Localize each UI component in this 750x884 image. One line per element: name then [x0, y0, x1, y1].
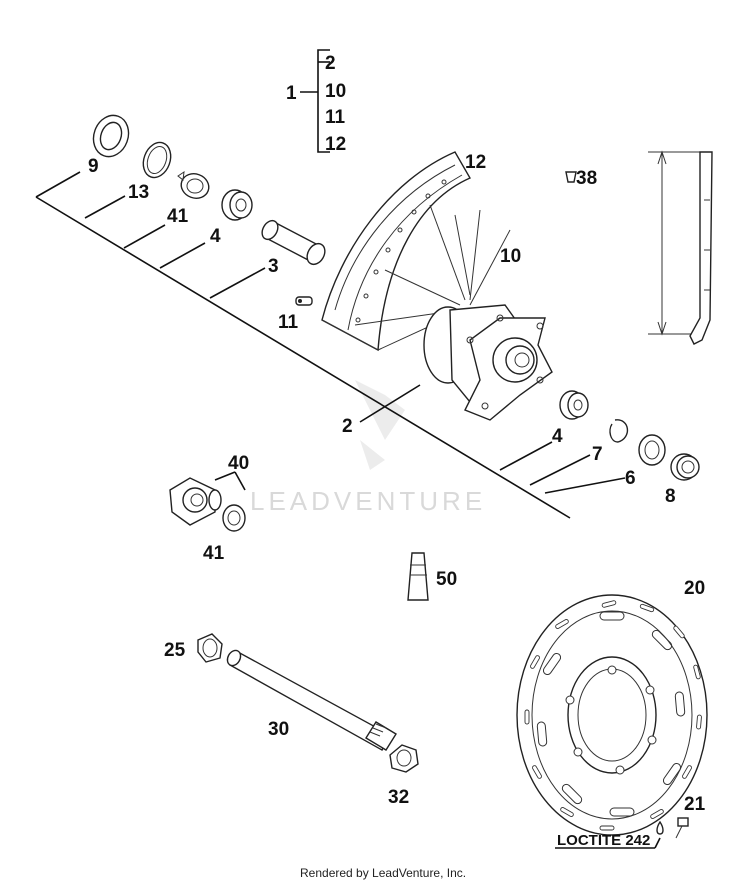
- label-41-lower: 41: [203, 543, 225, 564]
- part-41-retainer: [177, 170, 210, 199]
- dimension-tool: [648, 150, 713, 345]
- label-11: 11: [278, 312, 299, 333]
- part-40-speedo-drive: [169, 471, 246, 526]
- label-10: 10: [500, 246, 521, 267]
- part-38-cap: [565, 171, 577, 183]
- label-4-left: 4: [210, 226, 221, 247]
- label-41-top: 41: [167, 206, 189, 227]
- watermark: LEADVENTURE: [250, 380, 486, 516]
- part-6-seal: [638, 434, 666, 466]
- label-12: 12: [465, 152, 486, 173]
- label-25: 25: [164, 640, 186, 661]
- part-4-bearing-right: [559, 390, 589, 420]
- label-10-kit: 10: [325, 81, 346, 102]
- label-13: 13: [128, 182, 149, 203]
- kit-bracket: 1 2 10 11 12: [286, 49, 346, 155]
- label-12-kit: 12: [325, 134, 346, 155]
- part-21-bolt: [555, 817, 689, 849]
- footer-credit: Rendered by LeadVenture, Inc.: [300, 866, 466, 880]
- label-8: 8: [665, 486, 676, 507]
- label-30: 30: [268, 719, 289, 740]
- part-9-seal: [92, 114, 130, 158]
- part-50-valve: [407, 552, 429, 601]
- part-20-brake-disc: [516, 594, 708, 836]
- label-7: 7: [592, 444, 603, 465]
- part-4-bearing-left: [221, 189, 253, 221]
- part-41-retainer-lower: [222, 504, 246, 532]
- label-11-kit: 11: [325, 107, 346, 128]
- loctite-label: LOCTITE 242: [557, 832, 650, 849]
- label-38: 38: [576, 168, 597, 189]
- part-32-nut: [389, 744, 419, 773]
- part-2-hub: [423, 304, 553, 421]
- label-4-right: 4: [552, 426, 563, 447]
- label-32: 32: [388, 787, 409, 808]
- part-7-circlip: [609, 419, 629, 443]
- label-40: 40: [228, 453, 249, 474]
- part-13-ring: [142, 141, 172, 179]
- leader-lines: [35, 171, 626, 519]
- label-9: 9: [88, 156, 99, 177]
- part-30-axle: [226, 649, 397, 751]
- part-25-nut: [197, 633, 223, 663]
- part-8-spacer: [670, 453, 700, 481]
- part-3-spacer: [261, 219, 326, 266]
- part-12-rim: [321, 151, 471, 352]
- label-2-kit: 2: [325, 53, 336, 74]
- label-20: 20: [684, 578, 705, 599]
- label-21: 21: [684, 794, 706, 815]
- label-2: 2: [342, 416, 353, 437]
- label-1: 1: [286, 83, 297, 104]
- label-50: 50: [436, 569, 457, 590]
- label-6: 6: [625, 468, 636, 489]
- label-3: 3: [268, 256, 279, 277]
- watermark-text: LEADVENTURE: [250, 486, 486, 516]
- part-11-nipple: [295, 296, 313, 306]
